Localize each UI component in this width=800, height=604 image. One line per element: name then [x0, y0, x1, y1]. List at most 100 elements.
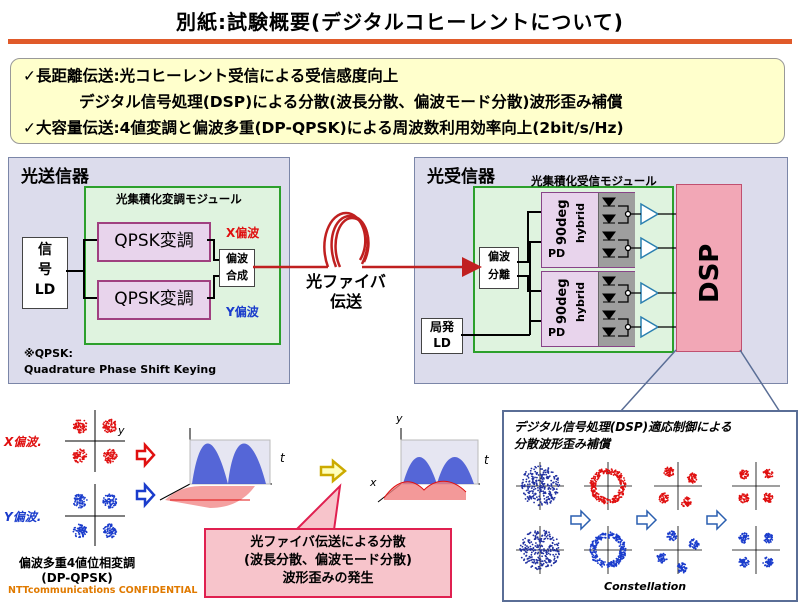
raw-top — [520, 465, 561, 507]
raw-bottom — [519, 529, 560, 571]
dp-qpsk-caption-1: 偏波多重4値位相変調 — [18, 556, 136, 570]
signal-ld-char-1: 信 — [38, 242, 52, 258]
x-pol-cluster-1 — [102, 418, 117, 434]
waveform-distorted — [377, 428, 480, 503]
axis-t-2: t — [484, 453, 490, 467]
dsp-callout-lines — [619, 349, 781, 413]
dsp-constellations — [516, 462, 780, 574]
rot-bottom-2 — [656, 552, 668, 564]
axis-x-2: x — [369, 476, 377, 489]
hybrid-bottom-label-1: 90deg — [555, 278, 570, 324]
pd-bot-1 — [602, 276, 616, 286]
confidential-mark: NTTcommunications CONFIDENTIAL — [8, 585, 198, 596]
receiver-title: 光受信器 — [427, 167, 495, 187]
pd-bot-3 — [602, 310, 616, 320]
clean-top-1 — [762, 468, 774, 479]
tia-4 — [640, 315, 660, 339]
clean-bottom-1 — [763, 532, 774, 544]
combiner-text-2: 合成 — [226, 269, 248, 282]
summary-line-1: ✓長距離伝送:光コヒーレント受信による受信感度向上 — [23, 67, 399, 85]
pd-bot-4 — [602, 327, 616, 337]
step-arrow-2-icon — [636, 509, 658, 531]
constellation-axes — [732, 526, 780, 574]
y-pol-cluster-2 — [72, 523, 88, 539]
rot-top-0 — [663, 466, 675, 478]
axis-t-1: t — [280, 451, 286, 465]
fiber-label-2: 伝送 — [329, 292, 362, 311]
hybrid-bottom-label-2: hybrid — [574, 282, 587, 322]
summary-line-2: デジタル信号処理(DSP)による分散(波長分散、偏波モード分散)波形歪み補償 — [79, 93, 623, 111]
tia-2 — [640, 236, 660, 260]
dp-qpsk-caption: 偏波多重4値位相変調 (DP-QPSK) — [18, 556, 136, 586]
pd-top-4 — [602, 248, 616, 258]
receiver-module-title: 光集積化受信モジュール — [531, 174, 657, 188]
bottom-y-pol-label: Y偏波. — [4, 510, 42, 524]
x-pol-cluster-3 — [103, 448, 118, 464]
ring-bottom — [589, 531, 627, 568]
y-pol-cluster-0 — [73, 493, 88, 509]
step-arrow-3-icon — [706, 509, 728, 531]
hybrid-bottom: PD — [541, 271, 635, 347]
dsp-label: DSP — [695, 244, 725, 303]
pd-output-lines — [618, 205, 676, 337]
qpsk-note-2: Quadrature Phase Shift Keying — [24, 363, 217, 376]
hybrid-top: PD — [541, 192, 635, 268]
fiber-label-1: 光ファイバ — [306, 272, 386, 291]
arrow-x-icon — [135, 441, 156, 469]
callout-line-1: 光ファイバ伝送による分散 — [250, 535, 406, 550]
waveform-clean — [159, 428, 272, 508]
dsp-box-title-1: デジタル信号処理(DSP)適応制御による — [514, 420, 732, 434]
local-ld-text-1: 局発 — [429, 320, 454, 334]
rot-bottom-3 — [676, 562, 688, 574]
constellation-axes — [654, 462, 702, 510]
dp-qpsk-caption-2: (DP-QPSK) — [41, 571, 113, 585]
scatter-layer — [72, 418, 118, 539]
tia-1 — [640, 202, 660, 226]
y-pol-constellation — [65, 484, 125, 546]
callout-line-2: (波長分散、偏波モード分散) — [244, 553, 412, 568]
summary-box: ✓長距離伝送:光コヒーレント受信による受信感度向上 デジタル信号処理(DSP)に… — [10, 58, 785, 144]
rx-wiring — [461, 211, 541, 336]
qpsk-modulator-top: QPSK変調 — [97, 222, 211, 262]
clean-top-2 — [738, 493, 750, 504]
rot-top-1 — [686, 472, 698, 484]
clean-bottom-3 — [762, 556, 774, 568]
tx-x-pol-label: X偏波 — [226, 226, 260, 240]
hybrid-top-label-1: 90deg — [555, 199, 570, 245]
qpsk-note-1: ※QPSK: — [24, 347, 73, 360]
dispersion-callout: 光ファイバ伝送による分散 (波長分散、偏波モード分散) 波形歪みの発生 — [204, 528, 452, 598]
bottom-x-pol-label: X偏波. — [4, 435, 42, 449]
dsp-step-arrows — [570, 509, 728, 531]
fiber-label: 光ファイバ 伝送 — [296, 272, 396, 312]
pd-top-3 — [602, 231, 616, 241]
step-arrow-1-icon — [570, 509, 592, 531]
callout-pointer — [295, 483, 342, 531]
clean-top-0 — [739, 469, 750, 480]
dsp-box-title-2: 分散波形歪み補償 — [514, 437, 611, 451]
page-title: 別紙:試験概要(デジタルコヒーレントについて) — [176, 10, 624, 34]
splitter-text-1: 偏波 — [488, 250, 510, 263]
tx-wiring — [66, 239, 219, 299]
pd-array-top — [598, 193, 635, 267]
x-pol-constellation — [65, 410, 125, 472]
local-ld-text-2: LD — [433, 336, 451, 350]
clean-bottom-0 — [738, 532, 750, 544]
pd-array-bottom — [598, 272, 635, 346]
title-divider — [8, 39, 792, 44]
constellation-caption: Constellation — [604, 580, 687, 593]
qpsk-modulator-bottom: QPSK変調 — [97, 280, 211, 320]
pd-bot-2 — [602, 293, 616, 303]
rot-top-2 — [658, 492, 669, 504]
x-pol-cluster-2 — [72, 448, 88, 464]
pd-top-1 — [602, 197, 616, 207]
signal-ld-char-2: 号 — [38, 262, 52, 278]
axis-y-2: y — [395, 412, 403, 425]
polarization-combiner: 偏波 合成 — [219, 249, 255, 287]
splitter-text-2: 分離 — [488, 268, 510, 281]
ring-top — [589, 468, 627, 505]
signal-ld-char-3: LD — [34, 282, 56, 298]
x-pol-cluster-0 — [72, 419, 88, 434]
dsp-scatter — [516, 462, 780, 574]
transform-arrows — [135, 441, 347, 509]
